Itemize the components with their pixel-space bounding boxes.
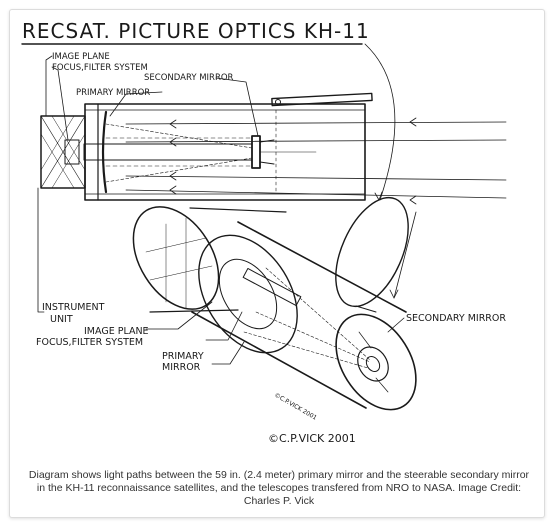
primary-mirror-inner (218, 258, 278, 330)
label-instrument-unit-line2: UNIT (50, 314, 73, 325)
leader-image-plane-bottom (145, 301, 213, 330)
hatch-line (40, 115, 75, 171)
primary-mirror-ring (198, 234, 298, 354)
secondary-mirror-hub (365, 356, 381, 372)
door-swing-arc (364, 43, 396, 201)
diagram-title: RECSAT. PICTURE OPTICS KH-11 (22, 19, 370, 43)
label-primary-mirror-top: PRIMARY MIRROR (76, 88, 150, 98)
incoming-light-rays (105, 117, 507, 205)
label-focus-filter-top: FOCUS,FILTER SYSTEM (52, 63, 148, 73)
tube-front-opening (335, 313, 417, 411)
label-primary-mirror-bottom-line1: PRIMARY (162, 351, 204, 362)
isometric-baffle (242, 268, 302, 306)
leader-secondary-mirror (215, 77, 259, 137)
door-hinge (275, 99, 281, 105)
label-secondary-mirror-top: SECONDARY MIRROR (144, 73, 234, 83)
spider-vane (375, 377, 389, 393)
leader-primary-mirror-bottom (211, 341, 245, 365)
isometric-view: ©C.P.VICK 2001 (132, 196, 417, 422)
cross-section-view (40, 43, 507, 205)
leader-instrument-unit (37, 187, 45, 313)
door-hinge-arm (355, 305, 377, 313)
leader-focus-filter (51, 66, 69, 141)
label-image-plane-bottom: IMAGE PLANE (84, 326, 149, 337)
label-copyright: ©C.P.VICK 2001 (268, 432, 356, 445)
hatch-line (40, 115, 86, 189)
image-plane-box (64, 139, 80, 165)
leader-primary-mirror (109, 91, 163, 117)
secondary-mirror-support (259, 161, 275, 165)
instrument-unit-end (132, 206, 220, 310)
hatch-line (40, 133, 75, 189)
primary-mirror-curve (101, 110, 108, 194)
tube-upper-edge (237, 221, 407, 313)
central-baffle (83, 143, 253, 161)
figure-card (9, 9, 545, 518)
isometric-light-rays (243, 211, 417, 369)
leader-secondary-mirror-bottom (387, 317, 405, 333)
label-secondary-mirror-bottom: SECONDARY MIRROR (406, 313, 506, 324)
secondary-mirror-iso (357, 346, 389, 382)
instrument-unit-bottom-edge (149, 309, 239, 313)
aperture-door-open (335, 196, 409, 308)
instrument-bay-line (145, 237, 207, 253)
secondary-mirror-element (251, 135, 261, 169)
telescope-diagram: RECSAT. PICTURE OPTICS KH-11 (16, 12, 540, 468)
aperture-door (271, 92, 373, 107)
figure-caption: Diagram shows light paths between the 59… (28, 469, 530, 507)
label-instrument-unit-line1: INSTRUMENT (42, 302, 105, 313)
instrument-unit-top-edge (189, 207, 287, 213)
spider-vane (358, 331, 372, 349)
label-copyright-small: ©C.P.VICK 2001 (273, 392, 318, 422)
instrument-bay-line (149, 265, 213, 281)
label-primary-mirror-bottom-line2: MIRROR (162, 362, 201, 373)
diagram-drawing: RECSAT. PICTURE OPTICS KH-11 (21, 19, 507, 445)
leader-image-plane (45, 55, 53, 117)
label-focus-filter-bottom: FOCUS,FILTER SYSTEM (36, 337, 143, 348)
label-image-plane-top: IMAGE PLANE (52, 52, 110, 62)
telescope-tube (84, 103, 366, 201)
leader-focus-filter-bottom (205, 311, 243, 341)
